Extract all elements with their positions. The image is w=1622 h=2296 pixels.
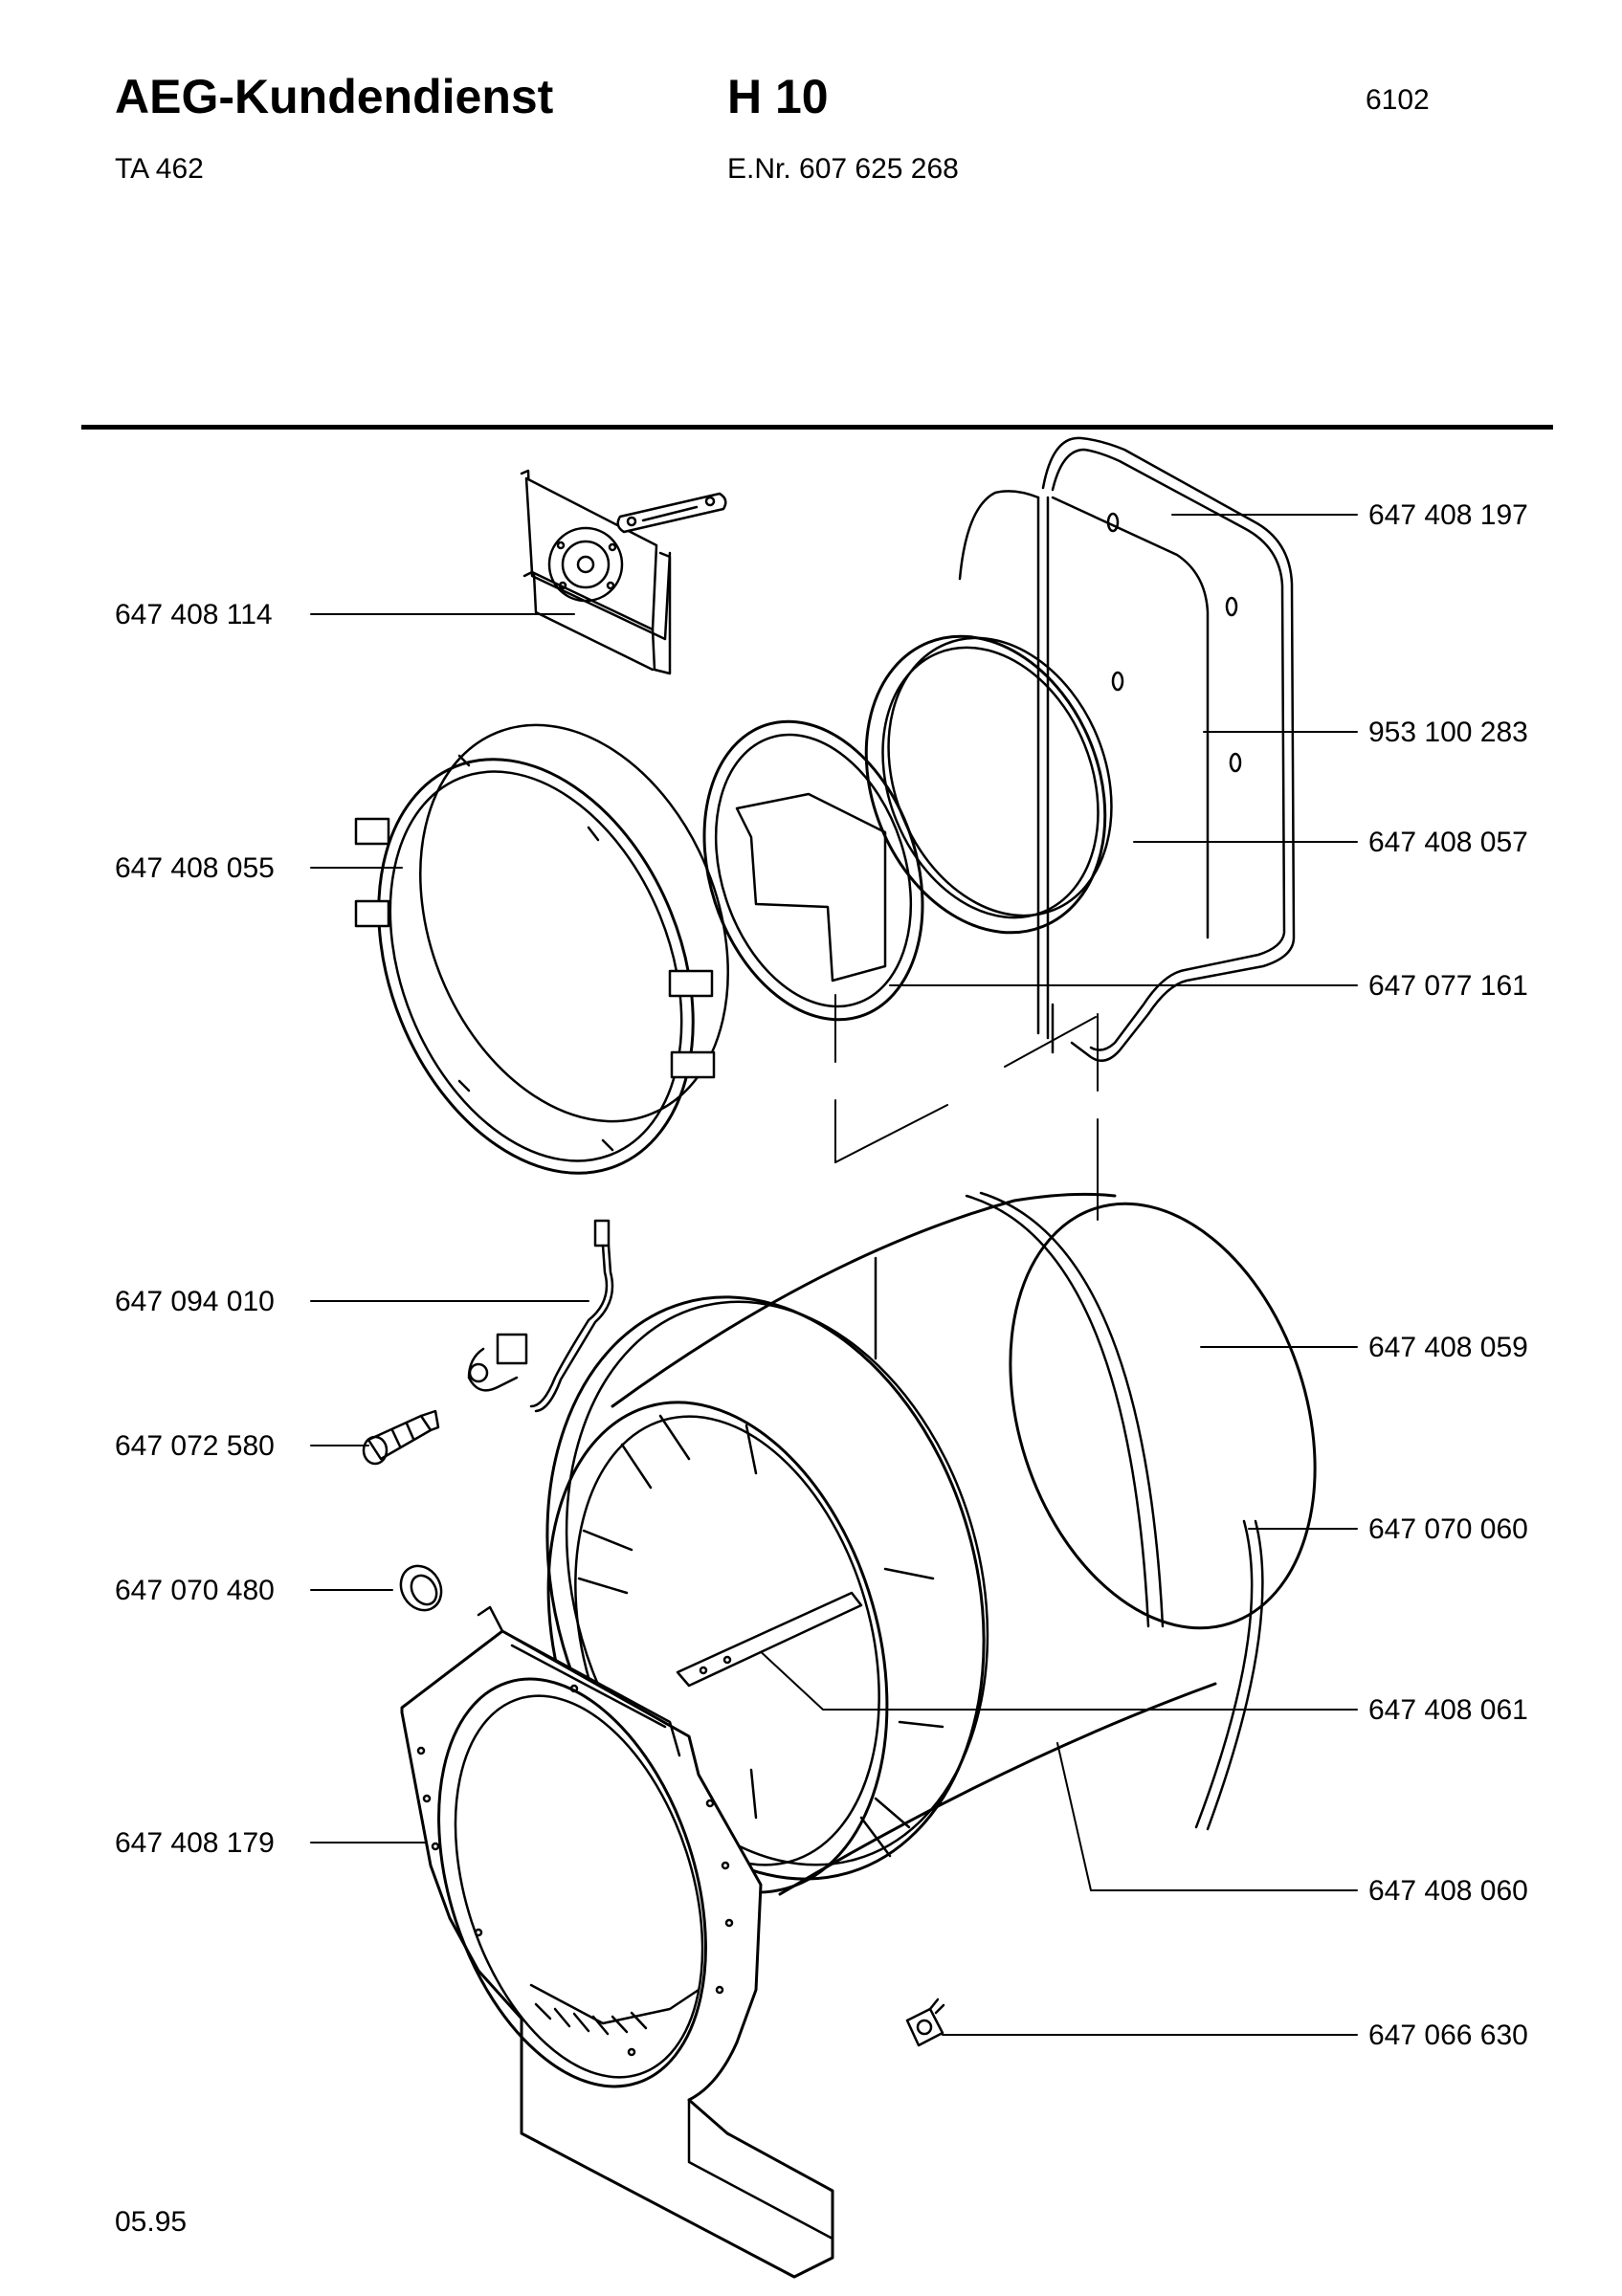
front-bearing-ring	[321, 678, 785, 1220]
part-label-right-2: 953 100 283	[1368, 717, 1528, 748]
felt-seal	[668, 693, 959, 1048]
front-frame	[390, 1607, 833, 2277]
drum-assembly	[481, 1164, 1366, 1932]
wiring-harness	[469, 1221, 612, 1411]
part-label-left-4: 647 072 580	[115, 1430, 275, 1462]
part-label-left-3: 647 094 010	[115, 1286, 275, 1317]
part-label-right-6: 647 070 060	[1368, 1513, 1528, 1545]
rear-bearing-ring	[824, 600, 1152, 968]
type-number: TA 462	[115, 153, 204, 185]
assembly-lines	[835, 995, 1098, 1220]
header-rule	[81, 425, 1553, 430]
leader-lines	[311, 515, 1357, 2035]
part-label-right-9: 647 066 630	[1368, 2020, 1528, 2051]
part-label-left-6: 647 408 179	[115, 1827, 275, 1859]
part-label-right-4: 647 077 161	[1368, 970, 1528, 1002]
footer-date: 05.95	[115, 2206, 188, 2238]
part-label-right-1: 647 408 197	[1368, 499, 1528, 531]
part-label-left-2: 647 408 055	[115, 852, 275, 884]
motor-bracket	[522, 471, 725, 673]
rear-panel	[960, 438, 1294, 1061]
model-title: H 10	[727, 70, 829, 123]
shaft-screw	[364, 1411, 438, 1464]
part-label-right-3: 647 408 057	[1368, 827, 1528, 858]
part-label-left-1: 647 408 114	[115, 599, 273, 630]
small-sensor	[907, 1999, 944, 2045]
sheet-number: 6102	[1366, 84, 1430, 116]
brand-title: AEG-Kundendienst	[115, 70, 554, 123]
e-number: E.Nr. 607 625 268	[727, 153, 959, 185]
part-label-left-5: 647 070 480	[115, 1575, 275, 1606]
part-label-right-8: 647 408 060	[1368, 1875, 1528, 1907]
part-label-right-5: 647 408 059	[1368, 1332, 1528, 1363]
part-label-right-7: 647 408 061	[1368, 1694, 1528, 1726]
bearing-bush	[393, 1558, 450, 1618]
